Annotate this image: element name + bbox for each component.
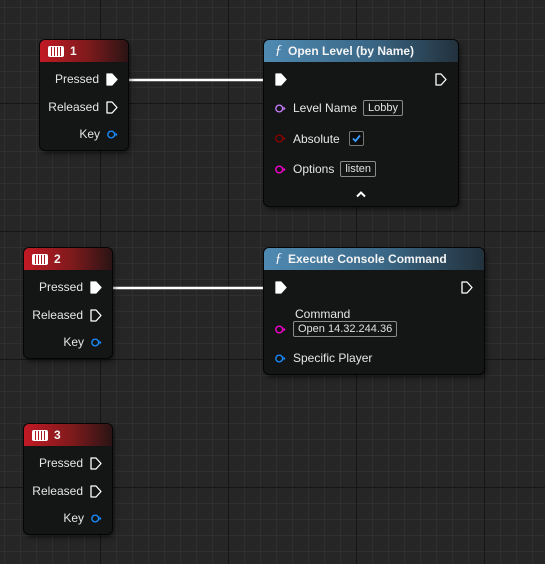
- execute-console-command-node[interactable]: ƒ Execute Console Command Command Open 1…: [264, 248, 484, 374]
- level-name-input[interactable]: Lobby: [363, 100, 404, 116]
- key-pin-icon[interactable]: [91, 513, 102, 524]
- released-label: Released: [32, 484, 83, 498]
- key-pin-icon[interactable]: [107, 129, 118, 140]
- exec-out-pin-icon[interactable]: [461, 281, 473, 294]
- name-pin-icon[interactable]: [275, 103, 286, 114]
- keyboard-icon: [32, 429, 48, 441]
- specific-player-pin-row[interactable]: Specific Player: [275, 351, 372, 365]
- event-node-header[interactable]: 3: [24, 424, 112, 446]
- pressed-pin-row[interactable]: Pressed: [55, 72, 118, 86]
- checkmark-icon: [352, 134, 361, 143]
- keyboard-icon: [32, 253, 48, 265]
- event-node-key-2[interactable]: 2 Pressed Released Key: [24, 248, 112, 358]
- exec-pin-icon[interactable]: [90, 308, 102, 322]
- console-command-title: Execute Console Command: [288, 252, 447, 266]
- exec-out-pin-icon[interactable]: [435, 73, 447, 86]
- string-pin-icon[interactable]: [275, 324, 286, 335]
- open-level-title: Open Level (by Name): [288, 44, 415, 58]
- released-pin-row[interactable]: Released: [48, 100, 118, 114]
- exec-pin-icon[interactable]: [90, 456, 102, 470]
- command-pin-row[interactable]: Open 14.32.244.36: [275, 321, 398, 337]
- pressed-pin-row[interactable]: Pressed: [39, 280, 102, 294]
- event-node-header[interactable]: 1: [40, 40, 128, 62]
- event-node-header[interactable]: 2: [24, 248, 112, 270]
- exec-pin-icon[interactable]: [106, 72, 118, 86]
- options-input[interactable]: listen: [340, 161, 377, 177]
- open-level-node[interactable]: ƒ Open Level (by Name) Level Name Lobby …: [264, 40, 458, 206]
- event-node-title: 2: [54, 252, 61, 266]
- key-pin-row[interactable]: Key: [79, 127, 118, 141]
- options-label: Options: [293, 162, 335, 176]
- event-node-key-3[interactable]: 3 Pressed Released Key: [24, 424, 112, 534]
- function-icon: ƒ: [275, 251, 282, 266]
- options-pin-row[interactable]: Options listen: [275, 161, 377, 177]
- level-name-label: Level Name: [293, 101, 358, 115]
- exec-pin-icon[interactable]: [90, 280, 102, 294]
- key-pin-row[interactable]: Key: [63, 335, 102, 349]
- pressed-label: Pressed: [38, 280, 83, 294]
- event-node-key-1[interactable]: 1 Pressed Released Key: [40, 40, 128, 150]
- exec-in-pin-icon[interactable]: [275, 281, 287, 294]
- exec-pin-icon[interactable]: [90, 484, 102, 498]
- key-label: Key: [63, 511, 84, 525]
- keyboard-icon: [48, 45, 64, 57]
- function-icon: ƒ: [275, 43, 282, 58]
- string-pin-icon[interactable]: [275, 164, 286, 175]
- console-command-header[interactable]: ƒ Execute Console Command: [264, 248, 484, 270]
- collapse-advanced-button[interactable]: [264, 185, 458, 203]
- key-pin-icon[interactable]: [91, 337, 102, 348]
- specific-player-label: Specific Player: [293, 351, 373, 365]
- level-name-pin-row[interactable]: Level Name Lobby: [275, 100, 404, 116]
- released-pin-row[interactable]: Released: [32, 308, 102, 322]
- event-node-title: 1: [70, 44, 77, 58]
- absolute-checkbox[interactable]: [348, 131, 364, 146]
- pressed-label: Pressed: [54, 72, 99, 86]
- key-label: Key: [79, 127, 100, 141]
- command-label: Command: [295, 307, 351, 321]
- command-label-row: Command: [295, 307, 350, 321]
- released-pin-row[interactable]: Released: [32, 484, 102, 498]
- exec-pin-icon[interactable]: [106, 100, 118, 114]
- absolute-pin-row[interactable]: Absolute: [275, 131, 364, 146]
- pressed-pin-row[interactable]: Pressed: [39, 456, 102, 470]
- open-level-header[interactable]: ƒ Open Level (by Name): [264, 40, 458, 62]
- released-label: Released: [32, 308, 83, 322]
- chevron-up-icon: [356, 191, 366, 198]
- command-input[interactable]: Open 14.32.244.36: [293, 321, 398, 337]
- released-label: Released: [48, 100, 99, 114]
- event-node-title: 3: [54, 428, 61, 442]
- object-pin-icon[interactable]: [275, 353, 286, 364]
- key-label: Key: [63, 335, 84, 349]
- exec-in-pin-icon[interactable]: [275, 73, 287, 86]
- key-pin-row[interactable]: Key: [63, 511, 102, 525]
- pressed-label: Pressed: [38, 456, 83, 470]
- bool-pin-icon[interactable]: [275, 133, 286, 144]
- absolute-label: Absolute: [293, 131, 340, 146]
